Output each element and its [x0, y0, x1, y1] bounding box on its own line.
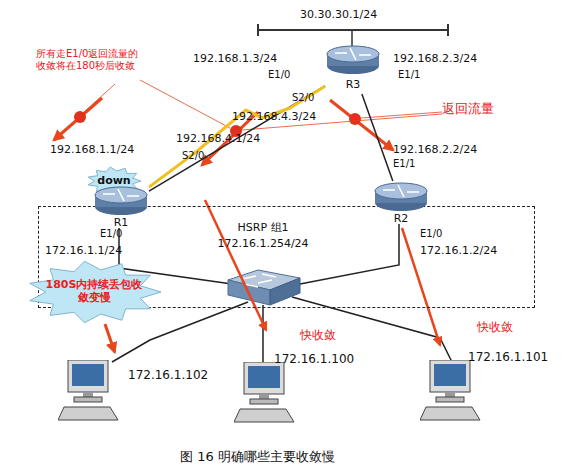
router-top [95, 187, 147, 203]
pc-symbol [58, 360, 122, 424]
flow-arrow [105, 324, 115, 352]
annotation-label: E1/1 [393, 158, 415, 170]
lan-wire [300, 224, 399, 284]
router-top [327, 46, 379, 62]
bus-end [447, 24, 449, 36]
pc-symbol [234, 362, 298, 426]
pc-monitor [430, 360, 470, 392]
annotation-label: 返回流量 [442, 101, 494, 117]
annotation-label: 192.168.1.1/24 [50, 143, 134, 156]
pc-host: 172.16.1.100 [222, 348, 352, 424]
pc-base [74, 397, 102, 402]
leader-line [140, 80, 230, 128]
pc-monitor [68, 360, 108, 392]
pc-stand [259, 394, 269, 399]
switch-side [270, 278, 300, 305]
pc-stand [83, 392, 93, 397]
pc-monitor [244, 362, 284, 394]
annotation-label: E1/1 [398, 69, 420, 81]
router-symbol [325, 44, 381, 76]
bus-drop [351, 30, 353, 48]
router-arrows [103, 189, 139, 201]
annotation-label: 172.16.1.1/24 [45, 244, 122, 257]
pc-keyboard [420, 407, 480, 420]
node-text: 172.16.1.100 [274, 352, 354, 366]
flow-dot [349, 113, 361, 125]
figure-caption: 图 16 明确哪些主要收敛慢 [180, 449, 335, 465]
annotation-label: 快收敛 [300, 328, 336, 342]
node-text: R3 [325, 78, 381, 91]
router-arrows [383, 185, 419, 197]
node-text: 172.16.1.101 [468, 350, 548, 364]
pc-host: 172.16.1.102 [58, 352, 198, 430]
pc-stand [445, 392, 455, 397]
flow-arrow [54, 98, 102, 140]
annotation-label: 192.168.4.1/24 [176, 132, 260, 145]
annotation-label: 所有走E1/0返回流量的收敛将在180秒后收敛 [36, 48, 146, 72]
pc-symbol [420, 360, 484, 424]
pc-host: 172.16.1.101 [410, 340, 550, 420]
flow-arrow [330, 100, 393, 150]
node-text: HSRP 组1 [213, 221, 313, 234]
annotation-label: 192.168.2.3/24 [393, 52, 477, 65]
node-text: 180S内持续丢包收敛变慢 [44, 278, 144, 304]
bus-end [257, 24, 259, 36]
router-symbol [373, 181, 429, 213]
serial-link [149, 86, 325, 187]
annotation-label: S2/0 [292, 92, 314, 104]
annotation-label: S2/0 [182, 150, 204, 162]
flow-arrow [205, 200, 266, 330]
router-top [375, 183, 427, 199]
annotation-label: 192.168.1.3/24 [193, 52, 277, 65]
lan-wire [262, 305, 264, 364]
router-icon: R3 [325, 44, 381, 94]
burst-outline [30, 261, 161, 322]
node-text: R1 [93, 216, 149, 229]
annotation-label: 192.168.4.3/24 [232, 110, 316, 123]
pc-keyboard [234, 409, 294, 422]
annotation-label: E1/0 [100, 228, 122, 240]
pc-base [250, 399, 278, 404]
annotation-label: 172.16.1.2/24 [420, 244, 497, 257]
node-text: 172.16.1.254/24 [203, 237, 323, 250]
node-text: R2 [373, 212, 429, 225]
switch-arrows [242, 274, 276, 287]
router-icon: R2 [373, 181, 429, 227]
annotation-label: 快收敛 [477, 320, 513, 334]
node-text: 172.16.1.102 [128, 368, 208, 382]
annotation-label: 192.168.2.2/24 [393, 143, 477, 156]
node-text: down [86, 174, 142, 187]
flow-dot [74, 111, 86, 123]
pc-screen [434, 364, 466, 386]
router-arrows [335, 48, 371, 60]
pc-screen [72, 364, 104, 386]
annotation-label: 30.30.30.1/24 [300, 8, 377, 21]
router-icon: R1 [93, 185, 149, 231]
pc-base [436, 397, 464, 402]
router-symbol [93, 185, 149, 217]
loss-burst: 180S内持续丢包收敛变慢 [26, 260, 162, 324]
network-bus [258, 29, 448, 31]
lan-wire [112, 302, 248, 362]
ethernet-link [362, 94, 393, 181]
annotation-label: E1/0 [268, 69, 290, 81]
pc-keyboard [58, 407, 118, 420]
annotation-label: E1/0 [420, 228, 442, 240]
pc-screen [248, 366, 280, 388]
leader-line [84, 84, 115, 112]
ethernet-link [149, 86, 325, 191]
